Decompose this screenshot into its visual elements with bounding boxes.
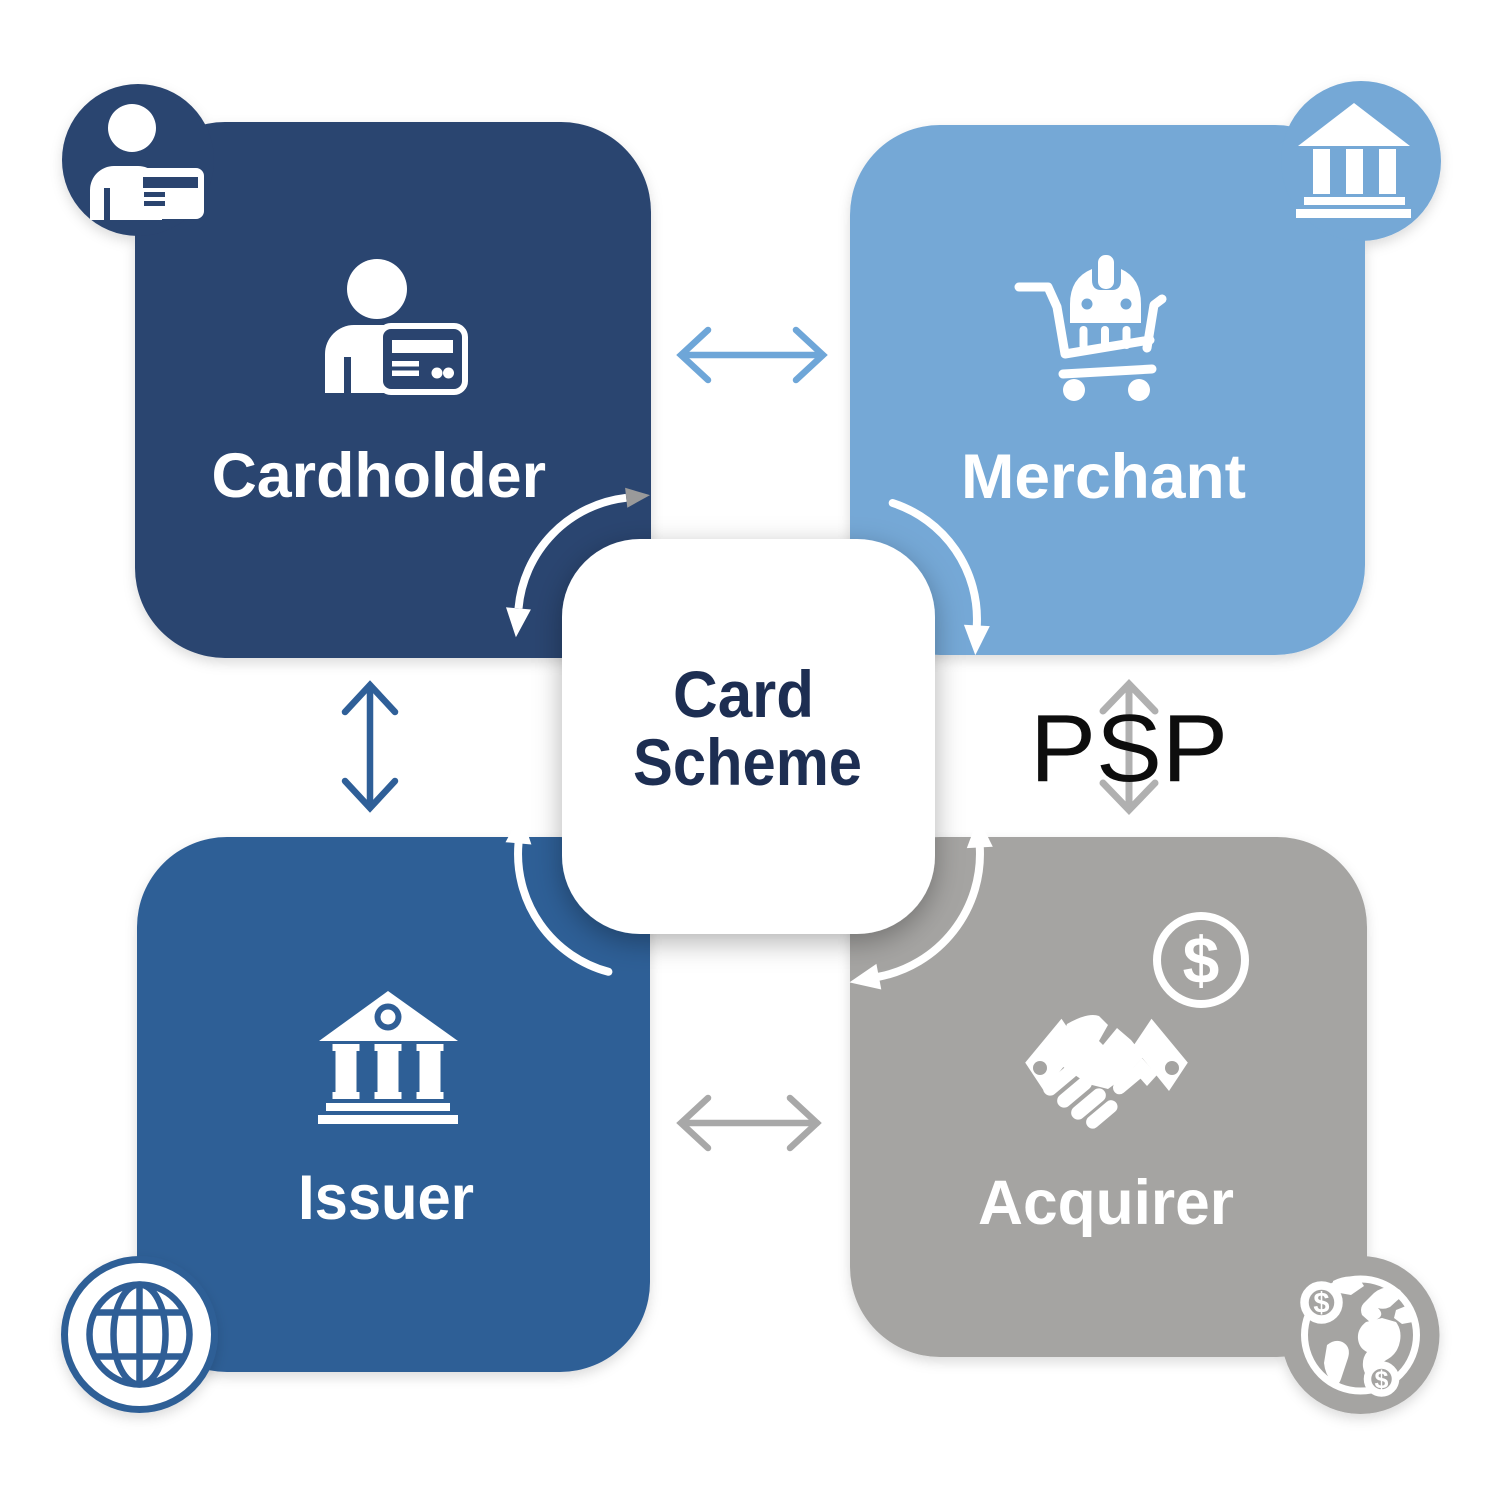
svg-text:PSP: PSP (1030, 695, 1228, 802)
svg-text:Scheme: Scheme (633, 725, 862, 799)
svg-text:Cardholder: Cardholder (212, 441, 547, 511)
svg-text:Acquirer: Acquirer (978, 1168, 1234, 1238)
svg-text:Merchant: Merchant (961, 442, 1246, 512)
svg-text:Card: Card (673, 657, 814, 731)
svg-text:$: $ (1183, 923, 1220, 997)
svg-text:Issuer: Issuer (298, 1163, 474, 1233)
svg-text:$: $ (1375, 1366, 1389, 1394)
svg-text:$: $ (1313, 1288, 1329, 1320)
